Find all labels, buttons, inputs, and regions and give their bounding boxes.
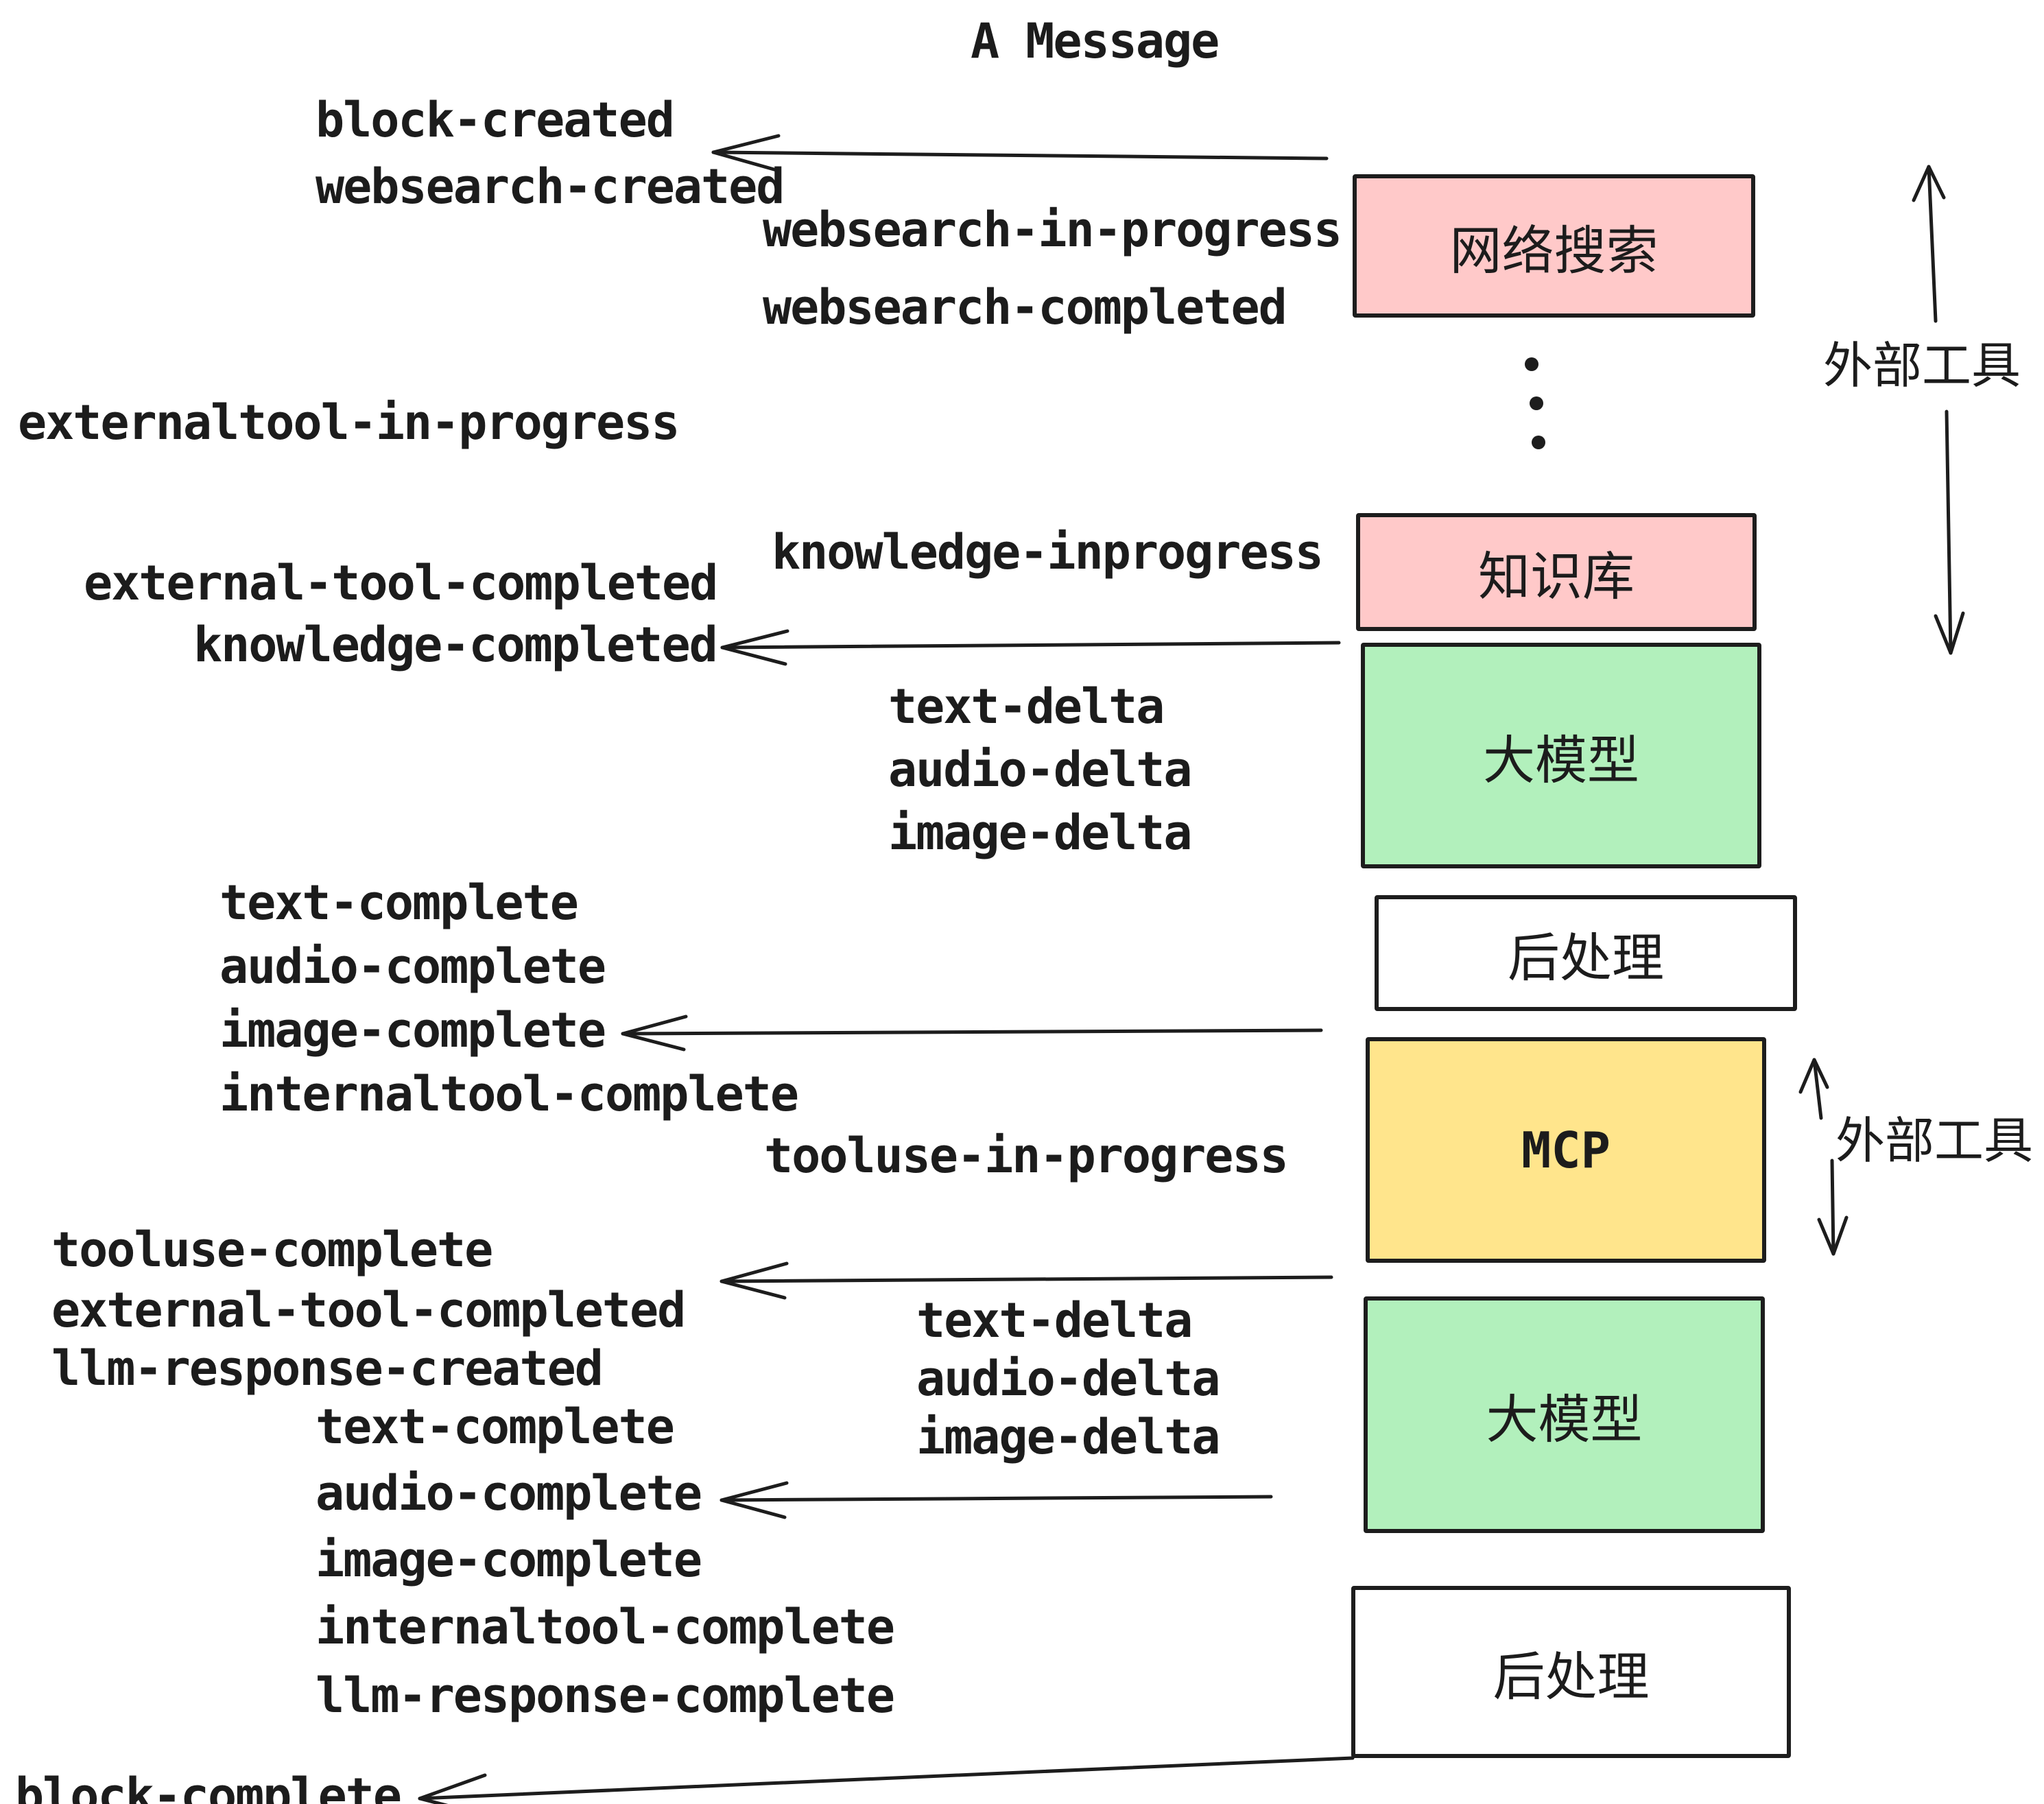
event-tooluse-in-progress: tooluse-in-progress bbox=[764, 1128, 1289, 1184]
event-external-tool-completed: external-tool-completed bbox=[84, 555, 718, 611]
event-audio-complete-1: audio-complete bbox=[219, 938, 606, 995]
event-audio-delta-1: audio-delta bbox=[888, 741, 1193, 798]
event-llm-response-created: llm-response-created bbox=[51, 1340, 604, 1397]
page-title: A Message bbox=[971, 13, 1220, 69]
arrow-tooluse-complete bbox=[720, 1261, 1333, 1300]
event-image-complete-2: image-complete bbox=[316, 1532, 702, 1588]
box-knowledge-label: 知识库 bbox=[1478, 548, 1635, 606]
event-external-tool-completed-2: external-tool-completed bbox=[51, 1282, 686, 1338]
double-arrow-external-tools-mcp bbox=[1798, 1058, 1849, 1256]
event-websearch-created: websearch-created bbox=[316, 158, 785, 215]
box-knowledge: 知识库 bbox=[1356, 513, 1757, 631]
event-knowledge-completed: knowledge-completed bbox=[193, 617, 718, 673]
arrow-knowledge-completed bbox=[720, 629, 1341, 666]
event-internaltool-complete-1: internaltool-complete bbox=[219, 1066, 799, 1122]
event-text-complete-2: text-complete bbox=[316, 1399, 675, 1455]
box-mcp-label: MCP bbox=[1521, 1121, 1611, 1179]
event-text-complete-1: text-complete bbox=[219, 875, 579, 931]
box-postprocess-1-label: 后处理 bbox=[1508, 929, 1664, 988]
arrow-block-created bbox=[711, 134, 1329, 172]
event-block-created: block-created bbox=[316, 92, 675, 148]
event-block-complete: block-complete bbox=[15, 1768, 402, 1804]
event-llm-response-complete: llm-response-complete bbox=[316, 1667, 895, 1724]
event-websearch-completed: websearch-completed bbox=[763, 279, 1287, 335]
annotation-external-tools-mcp: 外部工具 bbox=[1835, 1114, 2034, 1169]
event-audio-complete-2: audio-complete bbox=[316, 1465, 702, 1521]
box-llm-1-label: 大模型 bbox=[1483, 731, 1639, 790]
event-text-delta-2: text-delta bbox=[916, 1292, 1193, 1349]
box-llm-2: 大模型 bbox=[1364, 1296, 1765, 1533]
event-image-complete-1: image-complete bbox=[219, 1002, 606, 1058]
box-llm-2-label: 大模型 bbox=[1486, 1390, 1643, 1449]
event-image-delta-1: image-delta bbox=[888, 805, 1193, 861]
arrow-audio-complete bbox=[720, 1481, 1273, 1519]
double-arrow-external-tools-top bbox=[1912, 165, 1965, 655]
event-websearch-in-progress: websearch-in-progress bbox=[763, 202, 1342, 258]
box-postprocess-2: 后处理 bbox=[1351, 1586, 1791, 1758]
event-tooluse-complete: tooluse-complete bbox=[51, 1222, 493, 1278]
ellipsis-dots bbox=[1525, 357, 1545, 449]
event-internaltool-complete-2: internaltool-complete bbox=[316, 1599, 895, 1655]
box-postprocess-1: 后处理 bbox=[1375, 895, 1797, 1011]
arrow-block-complete bbox=[418, 1756, 1355, 1804]
event-image-delta-2: image-delta bbox=[916, 1409, 1221, 1465]
box-postprocess-2-label: 后处理 bbox=[1493, 1648, 1650, 1707]
arrow-image-complete bbox=[621, 1014, 1323, 1052]
box-llm-1: 大模型 bbox=[1361, 643, 1761, 868]
event-externaltool-in-progress: externaltool-in-progress bbox=[18, 394, 680, 451]
event-knowledge-inprogress: knowledge-inprogress bbox=[772, 524, 1324, 580]
event-text-delta-1: text-delta bbox=[888, 678, 1165, 735]
box-websearch: 网络搜索 bbox=[1353, 174, 1755, 318]
annotation-external-tools-top: 外部工具 bbox=[1823, 339, 2021, 394]
box-websearch-label: 网络搜索 bbox=[1449, 222, 1659, 281]
event-audio-delta-2: audio-delta bbox=[916, 1351, 1221, 1407]
box-mcp: MCP bbox=[1366, 1037, 1766, 1263]
